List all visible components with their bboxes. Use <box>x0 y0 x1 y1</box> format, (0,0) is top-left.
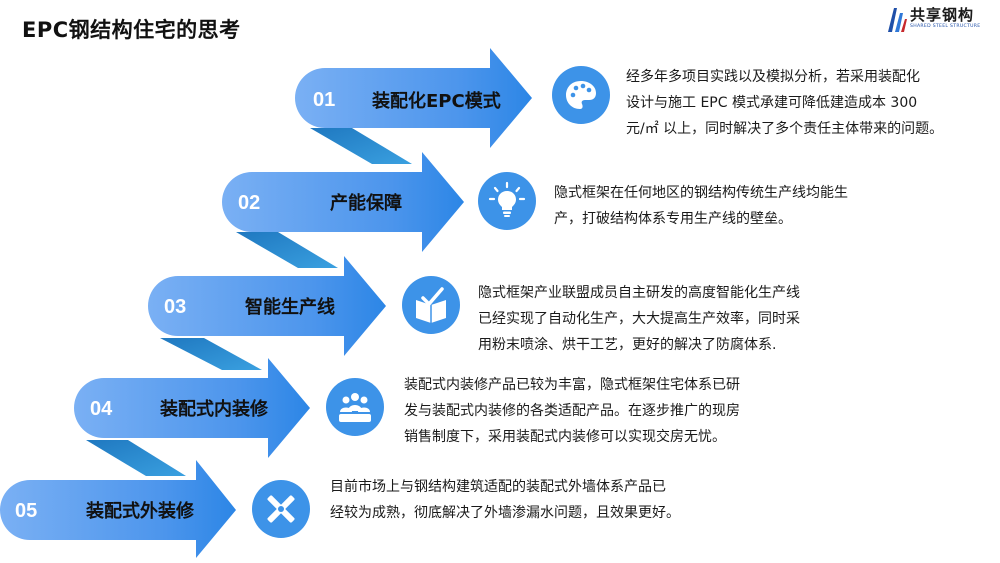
step-description-2: 隐式框架在任何地区的钢结构传统生产线均能生 产，打破结构体系专用生产线的壁垒。 <box>554 180 848 232</box>
step-number-3: 03 <box>164 296 187 318</box>
connector-1 <box>310 128 412 164</box>
brand-logo: 共享钢构 SHARED STEEL STRUCTURE <box>886 4 998 34</box>
step-arrow-2 <box>222 152 464 252</box>
step-icon-1 <box>552 66 610 124</box>
lightbulb-icon <box>488 181 526 217</box>
connector-2 <box>236 232 338 268</box>
step-number-2: 02 <box>238 192 261 214</box>
step-icon-5 <box>252 480 310 538</box>
description-line: 产，打破结构体系专用生产线的壁垒。 <box>554 211 792 227</box>
logo-subtitle: SHARED STEEL STRUCTURE <box>910 24 981 29</box>
description-line: 经较为成熟，彻底解决了外墙渗漏水问题，且效果更好。 <box>330 505 680 521</box>
step-description-4: 装配式内装修产品已较为丰富，隐式框架住宅体系已研 发与装配式内装修的各类适配产品… <box>404 372 740 450</box>
connector-3 <box>160 338 262 370</box>
description-line: 装配式内装修产品已较为丰富，隐式框架住宅体系已研 <box>404 377 740 393</box>
step-description-5: 目前市场上与钢结构建筑适配的装配式外墙体系产品已 经较为成熟，彻底解决了外墙渗漏… <box>330 474 680 526</box>
step-label-4: 装配式内装修 <box>160 399 268 420</box>
step-description-3: 隐式框架产业联盟成员自主研发的高度智能化生产线 已经实现了自动化生产，大大提高生… <box>478 280 800 358</box>
description-line: 发与装配式内装修的各类适配产品。在逐步推广的现房 <box>404 403 740 419</box>
step-icon-4 <box>326 378 384 436</box>
description-line: 用粉末喷涂、烘干工艺，更好的解决了防腐体系. <box>478 337 777 353</box>
description-line: 销售制度下，采用装配式内装修可以实现交房无忧。 <box>404 429 726 445</box>
step-icon-2 <box>478 172 536 230</box>
description-line: 目前市场上与钢结构建筑适配的装配式外墙体系产品已 <box>330 479 666 495</box>
step-number-1: 01 <box>313 89 336 111</box>
page-title: EPC钢结构住宅的思考 <box>22 18 241 42</box>
logo-mark-icon <box>888 8 907 32</box>
step-arrow-5 <box>0 460 236 558</box>
step-description-1: 经多年多项目实践以及模拟分析，若采用装配化 设计与施工 EPC 模式承建可降低建… <box>626 64 943 142</box>
description-line: 隐式框架产业联盟成员自主研发的高度智能化生产线 <box>478 285 800 301</box>
description-line: 隐式框架在任何地区的钢结构传统生产线均能生 <box>554 185 848 201</box>
step-arrow-3 <box>148 256 386 356</box>
palette-icon <box>566 81 596 109</box>
logo-name: 共享钢构 <box>910 6 975 24</box>
team-icon <box>339 393 371 422</box>
description-line: 已经实现了自动化生产，大大提高生产效率，同时采 <box>478 311 800 327</box>
step-number-4: 04 <box>90 398 113 420</box>
tools-icon <box>267 495 295 523</box>
step-label-5: 装配式外装修 <box>86 501 194 522</box>
step-icon-3 <box>402 276 460 334</box>
description-line: 经多年多项目实践以及模拟分析，若采用装配化 <box>626 69 920 85</box>
connector-4 <box>86 440 186 476</box>
step-label-2: 产能保障 <box>330 193 402 214</box>
description-line: 元/㎡ 以上，同时解决了多个责任主体带来的问题。 <box>626 121 944 137</box>
description-line: 设计与施工 EPC 模式承建可降低建造成本 300 <box>626 95 918 111</box>
step-arrow-4 <box>74 358 310 458</box>
book-check-icon <box>416 287 446 323</box>
step-label-3: 智能生产线 <box>245 297 335 318</box>
step-number-5: 05 <box>15 500 38 522</box>
step-arrow-1 <box>295 48 532 148</box>
step-label-1: 装配化EPC模式 <box>372 91 501 112</box>
